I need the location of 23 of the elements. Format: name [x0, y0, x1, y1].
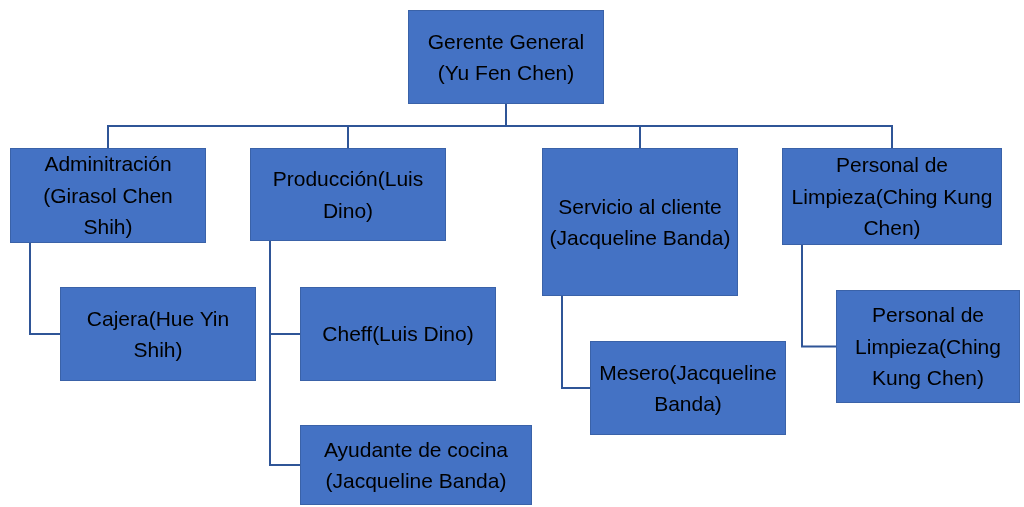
org-box [300, 287, 496, 381]
org-box [10, 148, 206, 243]
org-box [250, 148, 446, 241]
role-label: Mesero(Jacqueline Banda) [598, 359, 778, 417]
role-label: Cheff(Luis Dino) [322, 321, 474, 348]
connector-line [269, 240, 301, 466]
connector-line [561, 295, 591, 389]
org-box [408, 10, 604, 104]
org-box [542, 148, 738, 296]
role-label: Personal de Limpieza(Ching Kung Chen) [854, 302, 1002, 392]
org-box [300, 425, 532, 505]
connector-line [801, 244, 837, 348]
org-box [60, 287, 256, 381]
role-label: Producción(Luis Dino) [271, 166, 425, 224]
role-label: Ayudante de cocina (Jacqueline Banda) [322, 436, 510, 494]
connector-line [29, 242, 61, 335]
role-label: Servicio al cliente (Jacqueline Banda) [549, 193, 731, 251]
role-label: Personal de Limpieza(Ching Kung Chen) [790, 152, 994, 242]
role-label: Gerente General (Yu Fen Chen) [426, 28, 586, 86]
org-box [836, 290, 1020, 403]
role-label: Cajera(Hue Yin Shih) [85, 305, 231, 363]
role-label: Adminitración (Girasol Chen Shih) [42, 151, 174, 241]
org-box [590, 341, 786, 435]
